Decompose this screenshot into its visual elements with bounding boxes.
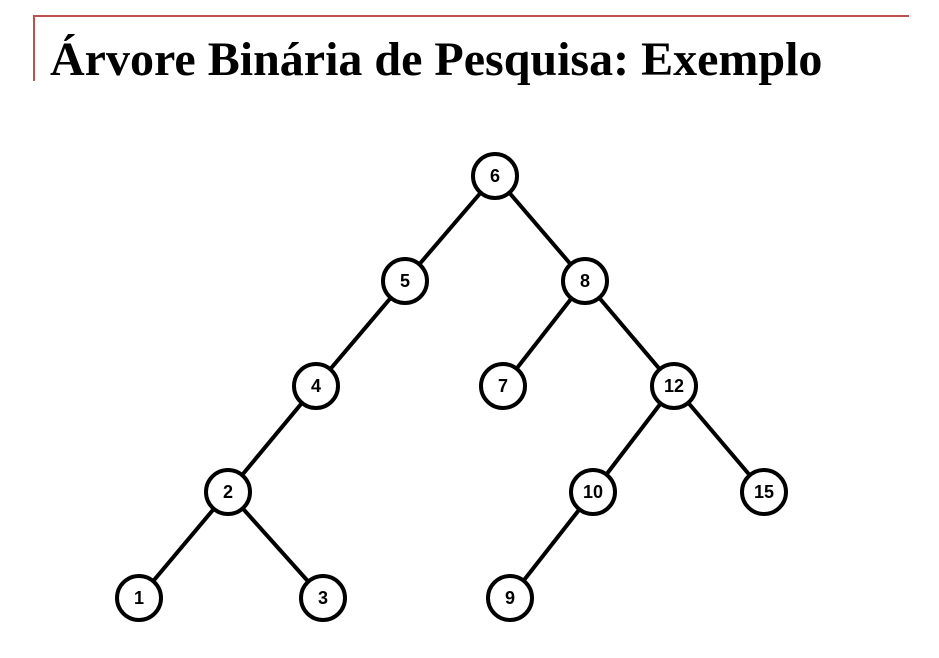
tree-node-label: 5 [400,271,410,291]
tree-node-label: 7 [498,376,508,396]
slide-title: Árvore Binária de Pesquisa: Exemplo [50,33,823,86]
tree-node: 9 [486,574,534,622]
tree-node: 6 [471,152,519,200]
tree-node-circle [204,468,252,516]
tree-node: 1 [115,574,163,622]
tree-node-label: 6 [490,166,500,186]
tree-node-label: 9 [505,588,515,608]
tree-node: 5 [381,257,429,305]
tree-node: 3 [299,574,347,622]
tree-node-circle [740,468,788,516]
tree-node-label: 15 [754,482,774,502]
tree-node-label: 10 [583,482,603,502]
tree-node: 10 [569,468,617,516]
tree-node-circle [471,152,519,200]
tree-node-label: 3 [318,588,328,608]
title-rule-left [33,15,35,81]
tree-node: 8 [561,257,609,305]
tree-node-label: 4 [311,376,321,396]
title-rule-top [33,15,909,17]
tree-node-circle [115,574,163,622]
tree-node: 15 [740,468,788,516]
tree-node: 12 [650,362,698,410]
tree-node: 7 [479,362,527,410]
tree-nodes: 6 5 8 4 7 12 2 10 15 1 3 9 [115,152,788,622]
tree-node: 4 [292,362,340,410]
tree-node-label: 2 [223,482,233,502]
tree-node-circle [561,257,609,305]
tree-node-label: 12 [664,376,684,396]
tree-node: 2 [204,468,252,516]
tree-node-circle [479,362,527,410]
tree-node-label: 8 [580,271,590,291]
tree-node-circle [486,574,534,622]
tree-node-circle [569,468,617,516]
tree-node-label: 1 [134,588,144,608]
tree-node-circle [299,574,347,622]
tree-node-circle [292,362,340,410]
tree-node-circle [650,362,698,410]
tree-node-circle [381,257,429,305]
